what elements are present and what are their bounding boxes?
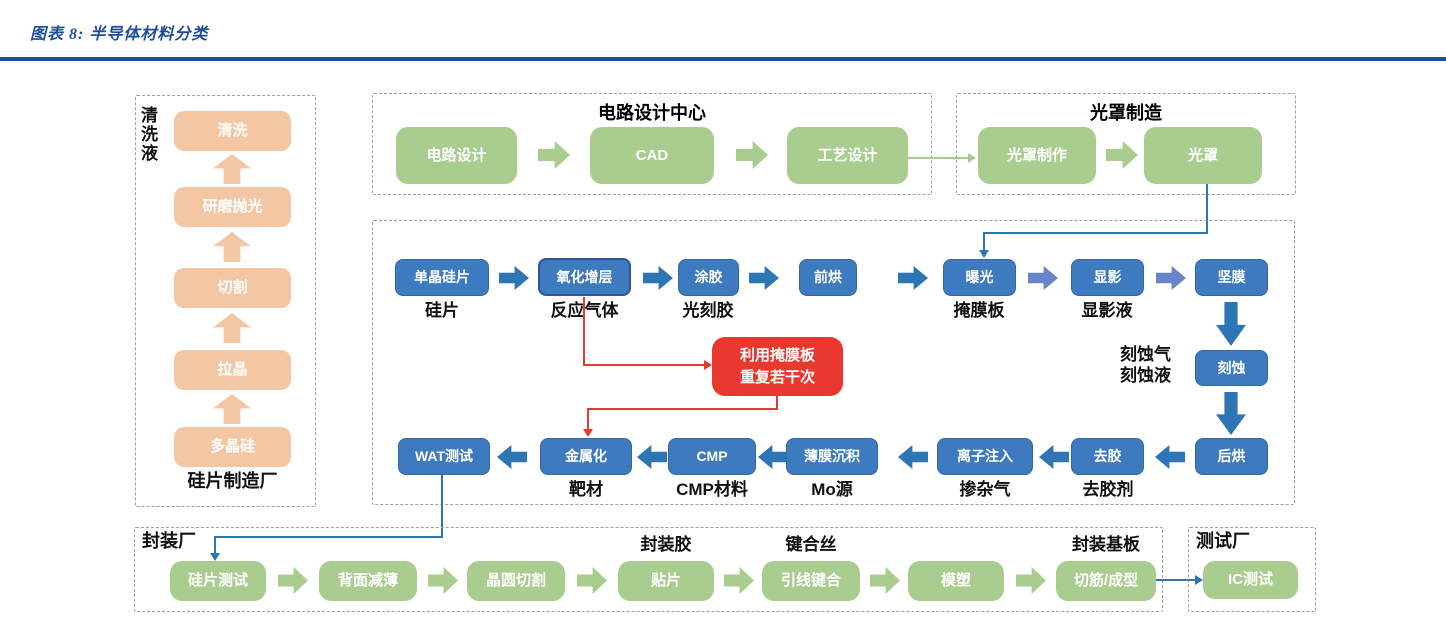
arrowhead-right-icon — [1195, 575, 1203, 585]
node-back-grinding: 背面减薄 — [319, 561, 417, 601]
connector-wat-to-wafer-test — [214, 536, 216, 553]
node-ion-implantation: 离子注入 — [937, 438, 1033, 475]
section-wafer-plant — [135, 95, 316, 507]
connector-oxidation-to-note — [583, 364, 705, 366]
connector-note-to-metallization — [587, 408, 589, 429]
node-mask-making: 光罩制作 — [978, 127, 1096, 184]
node-wat-test: WAT测试 — [398, 438, 490, 475]
label-mask-plate: 掩膜板 — [953, 301, 1005, 320]
label-stripper: 去胶剂 — [1082, 480, 1134, 499]
node-cmp: CMP — [668, 438, 756, 475]
title-rule — [0, 57, 1446, 61]
node-thin-film-deposition: 薄膜沉积 — [786, 438, 878, 475]
arrowhead-right-icon — [968, 153, 976, 163]
connector-mask-to-exposure — [983, 232, 1208, 234]
label-mo-source: Mo源 — [811, 480, 853, 499]
label-dopant-gas: 掺杂气 — [959, 480, 1011, 499]
connector-mask-to-exposure — [1206, 184, 1208, 232]
connector-note-to-metallization — [776, 396, 778, 410]
section-title-packaging: 封装厂 — [142, 531, 196, 551]
label-developer: 显影液 — [1081, 301, 1133, 320]
connector-oxidation-to-note — [583, 297, 585, 366]
section-wafer-fab — [372, 220, 1295, 505]
label-cmp-material: CMP材料 — [676, 480, 748, 499]
node-hardbake: 坚膜 — [1195, 259, 1268, 296]
node-postbake: 后烘 — [1195, 438, 1268, 475]
section-title-testing: 测试厂 — [1196, 531, 1250, 551]
node-cad: CAD — [590, 127, 714, 184]
label-wafer-plant: 硅片制造厂 — [187, 471, 278, 491]
connector-note-to-metallization — [587, 408, 778, 410]
node-wafer-dicing: 晶圆切割 — [467, 561, 565, 601]
node-trim-form: 切筋/成型 — [1056, 561, 1156, 601]
node-oxidation-layer: 氧化增层 — [538, 258, 631, 296]
arrowhead-down-icon — [979, 250, 989, 258]
node-process-design: 工艺设计 — [787, 127, 908, 184]
section-mask-fab — [956, 93, 1296, 195]
node-mono-silicon-wafer: 单晶硅片 — [395, 259, 489, 296]
node-polysilicon: 多晶硅 — [174, 427, 291, 467]
section-title-design-center: 电路设计中心 — [598, 103, 706, 123]
label-bonding-wire: 键合丝 — [785, 535, 837, 554]
label-photoresist: 光刻胶 — [682, 301, 734, 320]
connector-trim-to-ic-test — [1156, 579, 1196, 581]
section-design-center — [372, 93, 932, 195]
node-wafer-test: 硅片测试 — [170, 561, 266, 601]
node-metallization: 金属化 — [540, 438, 632, 475]
node-etch: 刻蚀 — [1195, 350, 1268, 386]
arrowhead-down-icon — [210, 553, 220, 561]
connector-wat-to-wafer-test — [441, 475, 443, 538]
label-silicon-wafer: 硅片 — [425, 301, 459, 320]
figure-title: 图表 8: 半导体材料分类 — [30, 26, 209, 43]
node-mask: 光罩 — [1144, 127, 1262, 184]
node-prebake: 前烘 — [799, 259, 857, 296]
node-circuit-design: 电路设计 — [396, 127, 517, 184]
node-crystal-pulling: 拉晶 — [174, 350, 291, 390]
connector-design-to-mask — [908, 157, 970, 159]
node-repeat-note: 利用掩膜板 重复若干次 — [712, 337, 843, 396]
node-molding: 模塑 — [908, 561, 1004, 601]
node-strip: 去胶 — [1071, 438, 1144, 475]
arrowhead-down-icon — [583, 429, 593, 437]
node-coating: 涂胶 — [678, 259, 739, 296]
node-develop: 显影 — [1071, 259, 1144, 296]
arrowhead-right-icon — [704, 360, 712, 370]
label-package-substrate: 封装基板 — [1072, 535, 1140, 554]
connector-wat-to-wafer-test — [214, 536, 443, 538]
node-cleaning: 清洗 — [174, 111, 291, 151]
connector-mask-to-exposure — [983, 232, 985, 250]
section-testing — [1188, 527, 1316, 612]
section-packaging — [134, 527, 1163, 612]
label-cleaning-solution: 清 洗 液 — [141, 106, 158, 164]
section-title-mask-fab: 光罩制造 — [1090, 103, 1162, 123]
node-grinding-polishing: 研磨抛光 — [174, 187, 291, 227]
label-target-material: 靶材 — [569, 480, 603, 499]
node-slicing: 切割 — [174, 268, 291, 308]
node-wire-bonding: 引线键合 — [762, 561, 860, 601]
node-ic-test: IC测试 — [1203, 561, 1298, 599]
node-die-attach: 贴片 — [618, 561, 714, 601]
label-etch-materials: 刻蚀气 刻蚀液 — [1120, 345, 1171, 386]
node-exposure: 曝光 — [943, 259, 1016, 296]
label-molding-compound: 封装胶 — [640, 535, 692, 554]
